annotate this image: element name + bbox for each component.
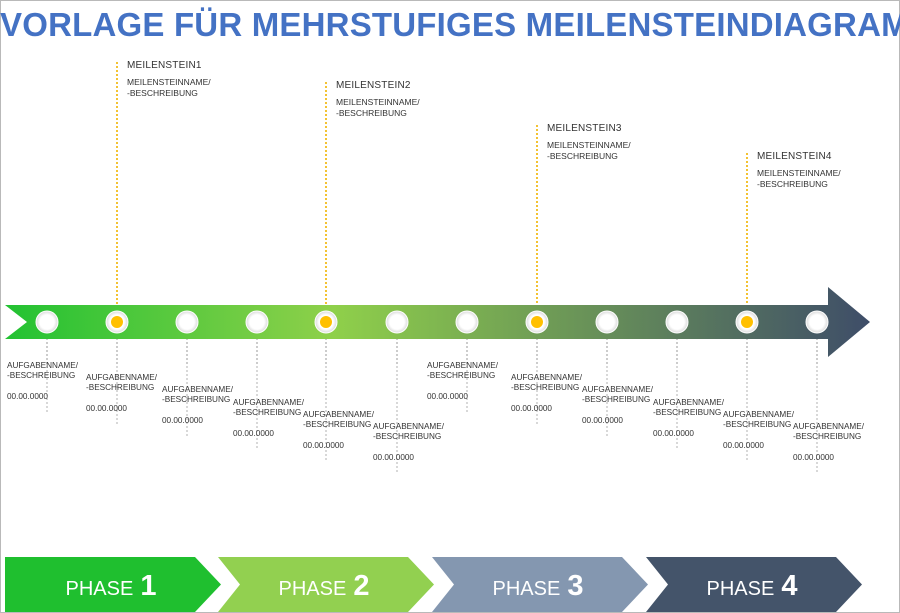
task-marker (595, 310, 619, 334)
task-desc-label: -BESCHREIBUNG (7, 371, 76, 380)
task-date-label: 00.00.0000 (233, 429, 274, 438)
milestone-desc-line1: MEILENSTEINNAME/ (127, 77, 211, 87)
task-date-label: 00.00.0000 (427, 392, 468, 401)
phase-3-chevron (432, 557, 648, 612)
phase-1-label: PHASE 1 (66, 570, 157, 602)
phase-4-label: PHASE 4 (707, 570, 798, 602)
phase-2-chevron (218, 557, 434, 612)
timeline-arrow (5, 287, 870, 357)
phase-number: 2 (353, 570, 369, 602)
task-desc-label: -BESCHREIBUNG (582, 395, 651, 404)
task-desc-label: -BESCHREIBUNG (233, 408, 302, 417)
task-name-label: AUFGABENNAME/ (373, 422, 444, 431)
milestone-desc-line1: MEILENSTEINNAME/ (336, 97, 420, 107)
phase-number: 1 (140, 570, 156, 602)
task-desc-label: -BESCHREIBUNG (723, 420, 792, 429)
phase-2-label: PHASE 2 (279, 570, 370, 602)
phase-4-chevron (646, 557, 862, 612)
task-marker (175, 310, 199, 334)
task-name-label: AUFGABENNAME/ (723, 410, 794, 419)
task-marker (385, 310, 409, 334)
phase-word: PHASE (279, 578, 347, 600)
milestone-marker-center (741, 316, 753, 328)
task-name-label: AUFGABENNAME/ (162, 385, 233, 394)
milestone-desc-line2: -BESCHREIBUNG (757, 179, 828, 189)
task-name-label: AUFGABENNAME/ (793, 422, 864, 431)
phase-number: 4 (781, 570, 797, 602)
milestone-desc-line2: -BESCHREIBUNG (127, 88, 198, 98)
task-date-label: 00.00.0000 (86, 404, 127, 413)
phase-3-label: PHASE 3 (493, 570, 584, 602)
task-date-label: 00.00.0000 (373, 453, 414, 462)
task-date-label: 00.00.0000 (793, 453, 834, 462)
task-marker (805, 310, 829, 334)
phase-word: PHASE (493, 578, 561, 600)
milestone-marker-center (320, 316, 332, 328)
task-name-label: AUFGABENNAME/ (86, 373, 157, 382)
milestone-title: MEILENSTEIN1 (127, 60, 202, 71)
task-desc-label: -BESCHREIBUNG (373, 432, 442, 441)
phase-word: PHASE (66, 578, 134, 600)
task-name-label: AUFGABENNAME/ (511, 373, 582, 382)
task-desc-label: -BESCHREIBUNG (162, 395, 231, 404)
page-title: VORLAGE FÜR MEHRSTUFIGES MEILENSTEINDIAG… (0, 6, 900, 43)
milestone-desc-line1: MEILENSTEINNAME/ (757, 168, 841, 178)
phase-1-chevron (5, 557, 221, 612)
milestone-desc-line2: -BESCHREIBUNG (336, 108, 407, 118)
phase-word: PHASE (707, 578, 775, 600)
task-desc-label: -BESCHREIBUNG (511, 383, 580, 392)
task-date-label: 00.00.0000 (723, 441, 764, 450)
task-date-label: 00.00.0000 (653, 429, 694, 438)
milestone-desc-line2: -BESCHREIBUNG (547, 151, 618, 161)
task-date-label: 00.00.0000 (7, 392, 48, 401)
task-marker (245, 310, 269, 334)
task-date-label: 00.00.0000 (582, 416, 623, 425)
task-name-label: AUFGABENNAME/ (303, 410, 374, 419)
milestone-desc-line1: MEILENSTEINNAME/ (547, 140, 631, 150)
task-date-label: 00.00.0000 (511, 404, 552, 413)
task-desc-label: -BESCHREIBUNG (427, 371, 496, 380)
task-name-label: AUFGABENNAME/ (233, 398, 304, 407)
milestone-marker-center (531, 316, 543, 328)
milestone-title: MEILENSTEIN3 (547, 123, 622, 134)
task-marker (455, 310, 479, 334)
task-desc-label: -BESCHREIBUNG (653, 408, 722, 417)
task-desc-label: -BESCHREIBUNG (303, 420, 372, 429)
task-name-label: AUFGABENNAME/ (427, 361, 498, 370)
task-name-label: AUFGABENNAME/ (582, 385, 653, 394)
task-date-label: 00.00.0000 (303, 441, 344, 450)
task-desc-label: -BESCHREIBUNG (793, 432, 862, 441)
task-date-label: 00.00.0000 (162, 416, 203, 425)
task-marker (35, 310, 59, 334)
task-marker (665, 310, 689, 334)
task-name-label: AUFGABENNAME/ (7, 361, 78, 370)
milestone-title: MEILENSTEIN4 (757, 151, 832, 162)
task-name-label: AUFGABENNAME/ (653, 398, 724, 407)
milestone-marker-center (111, 316, 123, 328)
task-desc-label: -BESCHREIBUNG (86, 383, 155, 392)
milestone-title: MEILENSTEIN2 (336, 80, 411, 91)
phase-number: 3 (567, 570, 583, 602)
